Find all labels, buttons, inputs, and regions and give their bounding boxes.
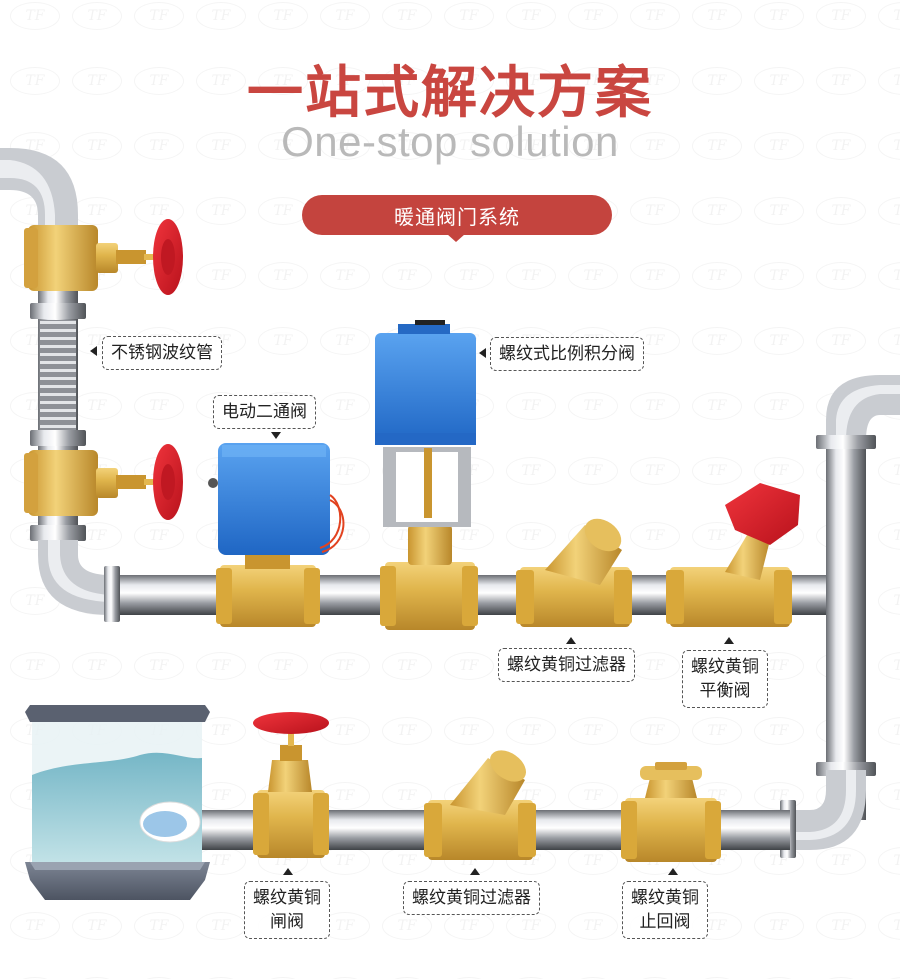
label-brass-strainer-top: 螺纹黄铜过滤器 — [498, 648, 635, 682]
arrow-balancing-valve — [724, 637, 734, 644]
pipe-right-vertical — [826, 440, 866, 820]
proportional-integral-valve — [375, 320, 478, 630]
page-title: 一站式解决方案 — [247, 61, 653, 126]
label-text: 螺纹黄铜过滤器 — [412, 888, 531, 908]
label-brass-check-valve: 螺纹黄铜 止回阀 — [622, 881, 708, 939]
arrow-electric-valve — [271, 432, 281, 439]
brass-strainer-bottom — [424, 750, 536, 860]
brass-gate-valve — [253, 712, 329, 858]
pipe-top-left-elbow — [0, 148, 78, 230]
brass-check-valve — [621, 762, 721, 862]
label-corrugated-pipe: 不锈钢波纹管 — [102, 336, 222, 370]
label-proportional-integral-valve: 螺纹式比例积分阀 — [490, 337, 644, 371]
label-text-line2: 平衡阀 — [699, 681, 751, 701]
label-text-line1: 螺纹黄铜 — [691, 657, 759, 677]
label-text-line2: 闸阀 — [270, 912, 304, 932]
label-text-line1: 螺纹黄铜 — [631, 888, 699, 908]
label-text: 电动二通阀 — [222, 402, 307, 422]
gate-valve-upper — [24, 219, 183, 295]
section-badge: 暖通阀门系统 — [302, 195, 612, 242]
label-text: 螺纹式比例积分阀 — [499, 344, 635, 364]
arrow-gate-valve — [283, 868, 293, 875]
corrugated-pipe — [40, 320, 76, 430]
water-tank — [25, 705, 210, 900]
arrow-strainer-bottom — [470, 868, 480, 875]
label-text-line2: 止回阀 — [639, 912, 691, 932]
brass-balancing-valve — [666, 483, 800, 627]
page-subtitle: One-stop solution — [281, 118, 619, 165]
label-text-line1: 螺纹黄铜 — [253, 888, 321, 908]
arrow-check-valve — [668, 868, 678, 875]
label-text: 不锈钢波纹管 — [111, 343, 213, 363]
gate-valve-lower — [24, 444, 183, 520]
electric-two-way-valve — [208, 443, 345, 627]
label-brass-gate-valve: 螺纹黄铜 闸阀 — [244, 881, 330, 939]
label-text: 螺纹黄铜过滤器 — [507, 655, 626, 675]
brass-strainer-top — [516, 518, 632, 627]
label-electric-two-way-valve: 电动二通阀 — [213, 395, 316, 429]
label-brass-balancing-valve: 螺纹黄铜 平衡阀 — [682, 650, 768, 708]
arrow-strainer-top — [566, 637, 576, 644]
arrow-proportional-valve — [479, 348, 486, 358]
arrow-corrugated — [90, 346, 97, 356]
label-brass-strainer-bottom: 螺纹黄铜过滤器 — [403, 881, 540, 915]
